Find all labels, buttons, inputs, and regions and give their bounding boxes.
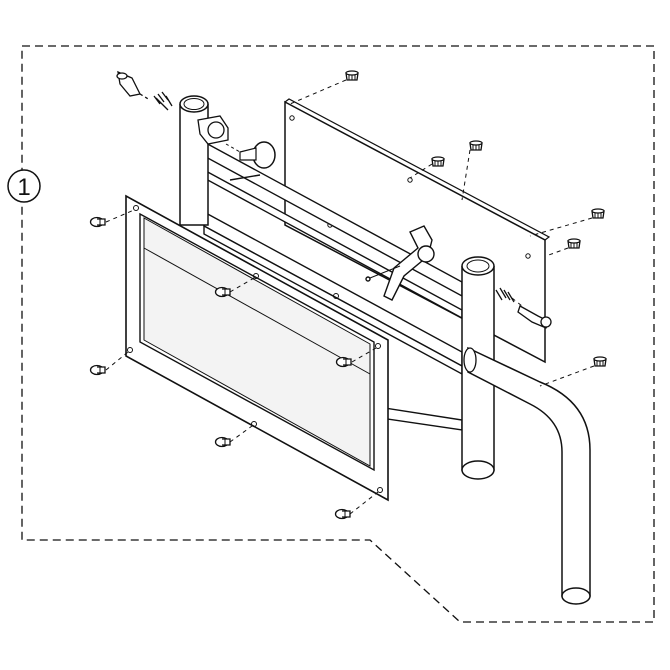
right-spring bbox=[495, 287, 515, 303]
callout-label: 1 bbox=[17, 174, 30, 201]
knob bbox=[225, 141, 276, 169]
outline-boundary bbox=[21, 45, 655, 623]
left-spring bbox=[153, 91, 173, 111]
armrest-tube bbox=[463, 346, 591, 605]
callout-1: 1 bbox=[7, 169, 41, 203]
right-pin bbox=[517, 305, 552, 329]
tube-clamp bbox=[197, 115, 229, 145]
front-panel-frame bbox=[125, 194, 389, 502]
left-vertical-tube bbox=[179, 95, 209, 226]
release-lever bbox=[365, 225, 435, 301]
left-pin bbox=[116, 70, 151, 101]
leader-lines bbox=[105, 79, 595, 515]
